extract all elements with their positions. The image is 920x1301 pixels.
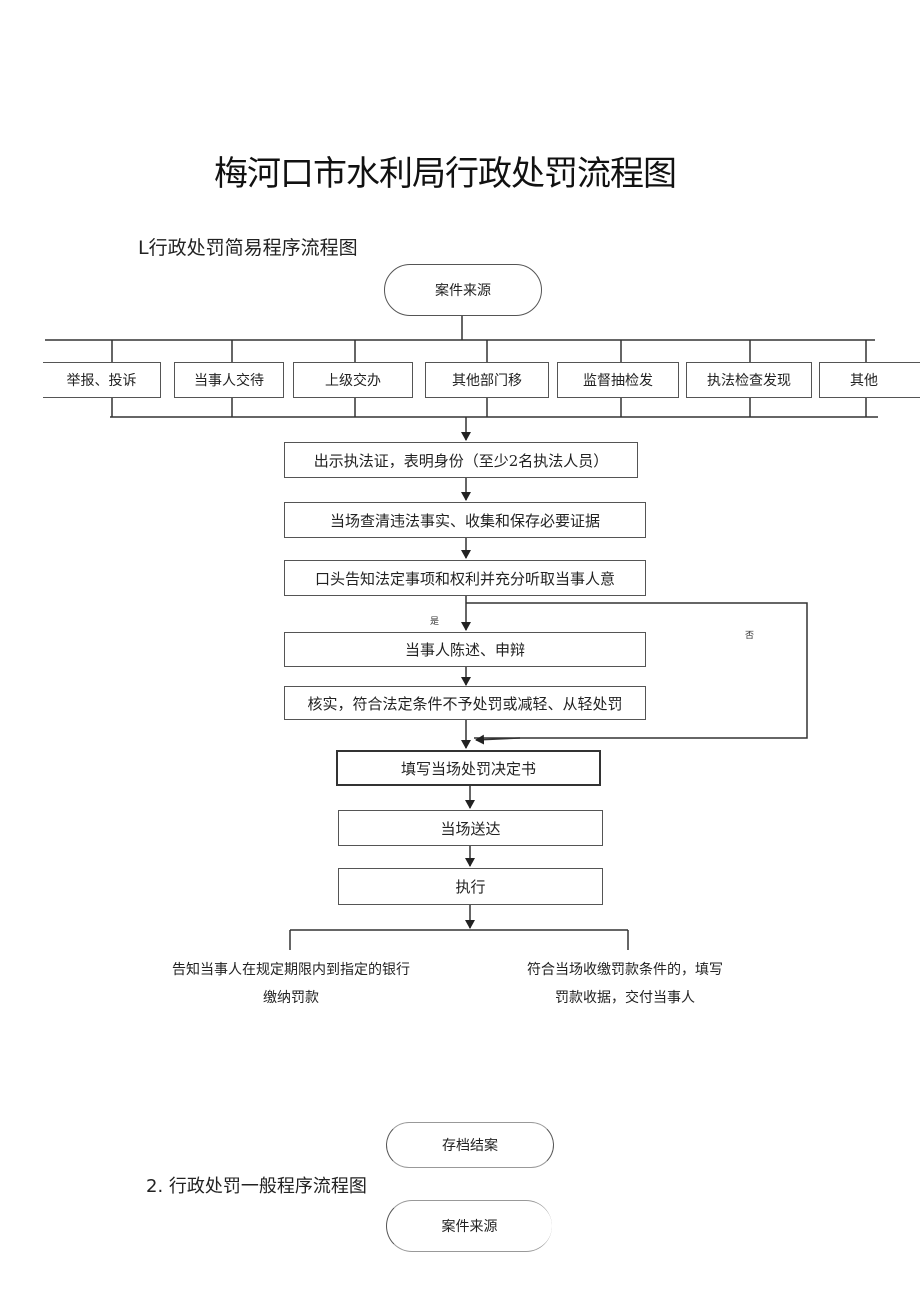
step-show-credentials: 出示执法证，表明身份（至少2名执法人员） — [284, 442, 638, 478]
source-other-department: 其他部门移 — [425, 362, 549, 398]
source-enforcement-inspection: 执法检查发现 — [686, 362, 812, 398]
start-node-general-label: 案件来源 — [441, 1219, 498, 1235]
step-fill-decision: 填写当场处罚决定书 — [336, 750, 601, 786]
section-heading-simple: L行政处罚简易程序流程图 — [138, 237, 358, 259]
step-deliver: 当场送达 — [338, 810, 603, 846]
source-superior-assigned: 上级交办 — [293, 362, 413, 398]
page-title: 梅河口市水利局行政处罚流程图 — [214, 154, 677, 194]
section-heading-general: 2. 行政处罚一般程序流程图 — [146, 1176, 367, 1197]
label-no: 否 — [745, 631, 755, 641]
start-node-label: 案件来源 — [435, 283, 491, 299]
source-other: 其他 — [819, 362, 920, 398]
source-report-complaint: 举报、投诉 — [43, 362, 161, 398]
outcome-onsite-collection: 符合当场收缴罚款条件的，填写 罚款收据，交付当事人 — [527, 962, 723, 1006]
archive-node-label: 存档结案 — [442, 1138, 498, 1154]
step-investigate-evidence: 当场查清违法事实、收集和保存必要证据 — [284, 502, 646, 538]
source-supervision-check: 监督抽检发 — [557, 362, 679, 398]
archive-node: 存档结案 — [386, 1122, 554, 1168]
step-inform-rights: 口头告知法定事项和权利并充分听取当事人意 — [284, 560, 646, 596]
start-node: 案件来源 — [384, 264, 542, 316]
start-node-general: 案件来源 — [386, 1200, 552, 1252]
no-branch-loop — [466, 602, 808, 739]
step-verify-reduce: 核实，符合法定条件不予处罚或减轻、从轻处罚 — [284, 686, 646, 720]
source-party-confession: 当事人交待 — [174, 362, 284, 398]
step-execute: 执行 — [338, 868, 603, 905]
label-yes: 是 — [430, 617, 440, 627]
outcome-bank-payment: 告知当事人在规定期限内到指定的银行 缴纳罚款 — [172, 962, 410, 1006]
step-statement-defense: 当事人陈述、申辩 — [284, 632, 646, 667]
